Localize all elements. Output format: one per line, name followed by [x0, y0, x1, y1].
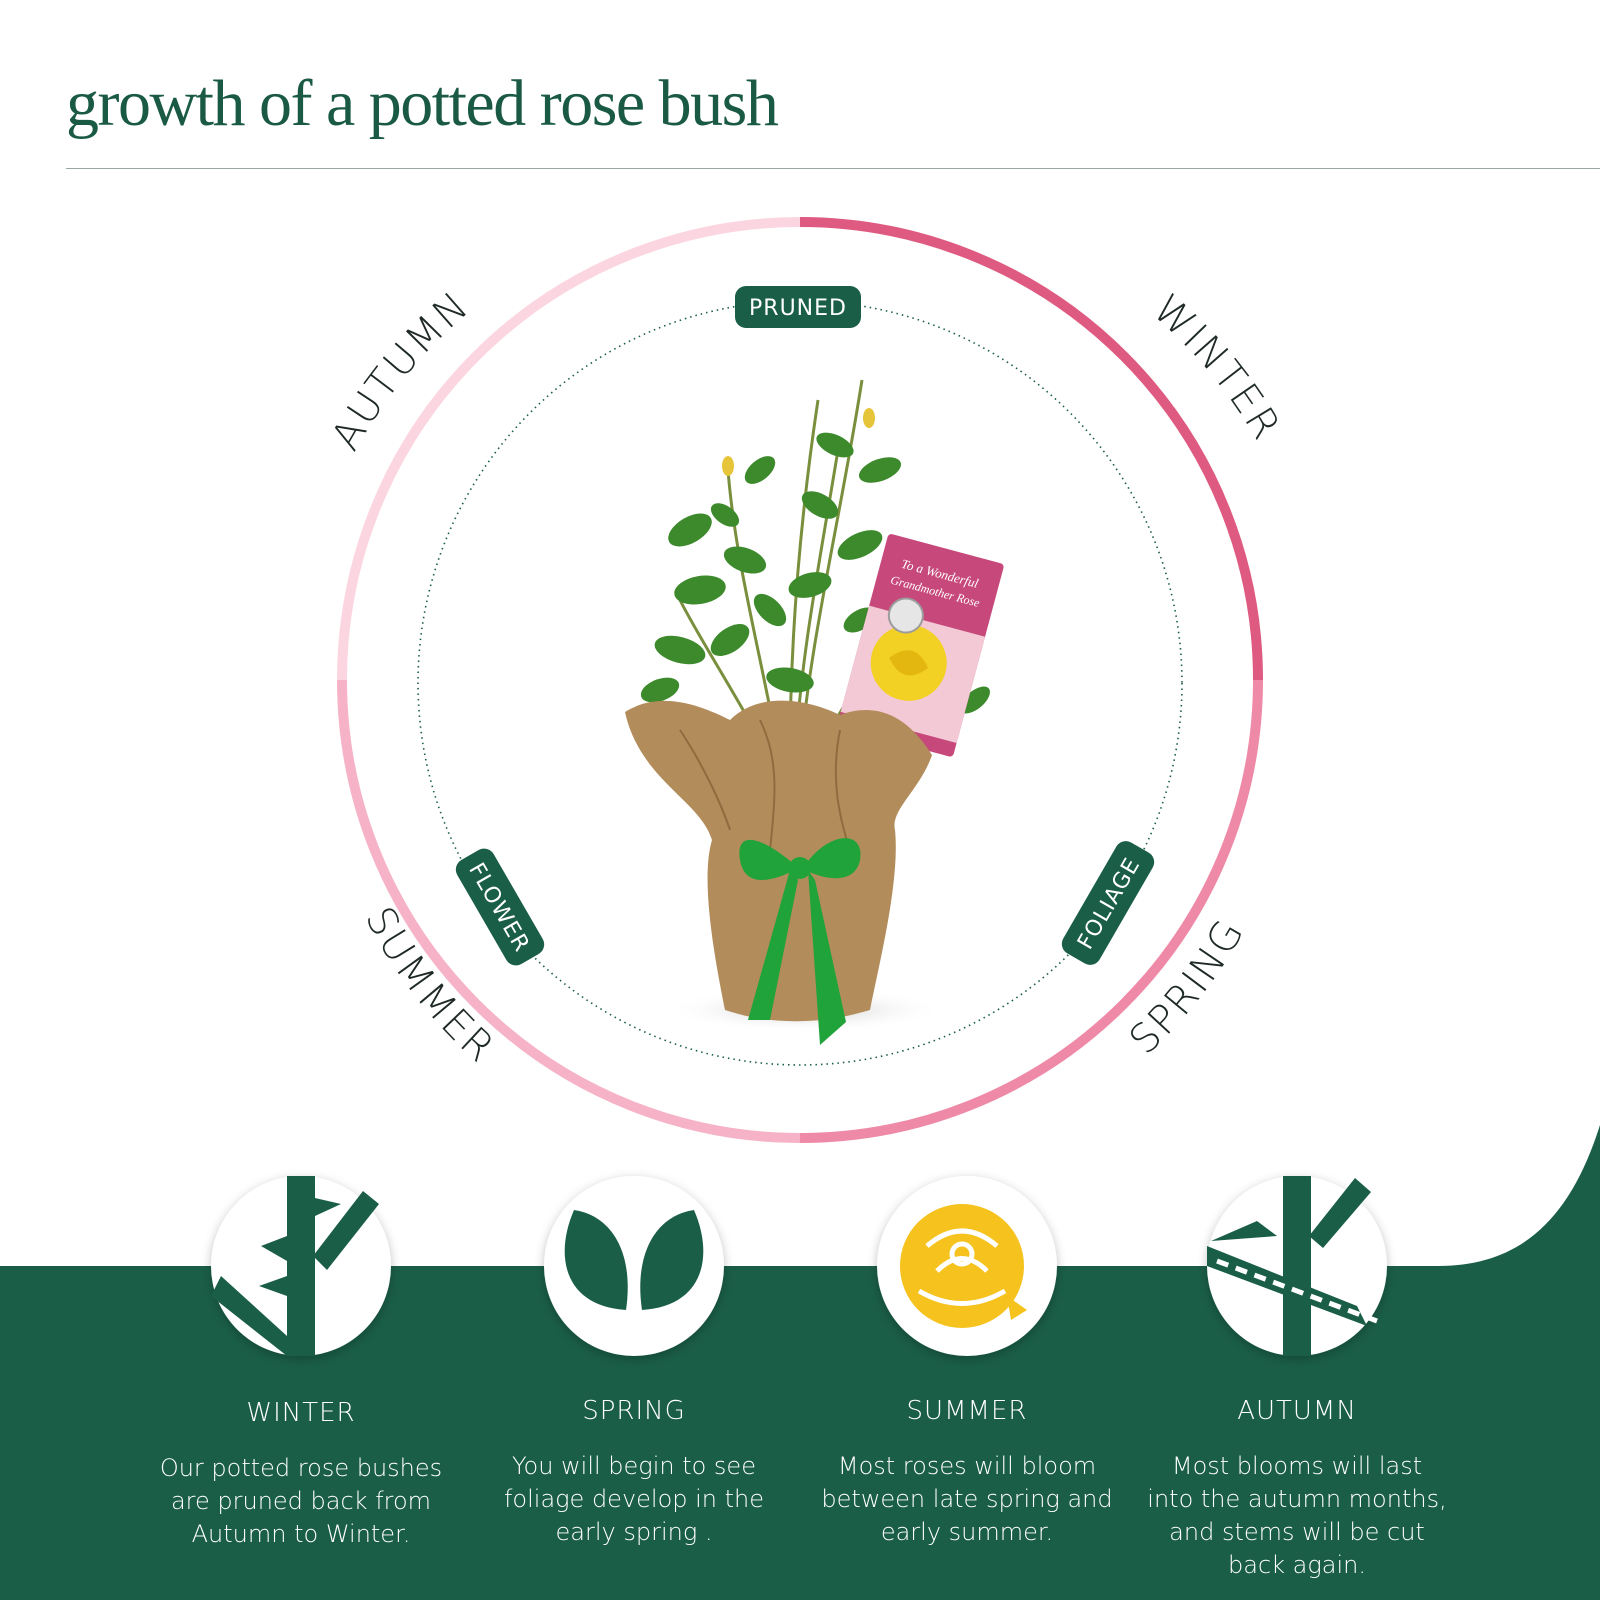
card-title: AUTUMN	[1237, 1396, 1357, 1426]
green-ribbon-bow	[739, 838, 861, 1045]
card-winter: WINTER Our potted rose bushes are pruned…	[151, 1398, 451, 1551]
title-divider	[66, 168, 1600, 169]
card-autumn: AUTUMN Most blooms will last into the au…	[1147, 1396, 1447, 1582]
winter-ring-segment	[799, 217, 1263, 681]
pruning-icon	[1207, 1176, 1371, 1356]
card-spring: SPRING You will begin to see foliage dev…	[484, 1396, 784, 1549]
icon-circle-winter	[211, 1176, 391, 1356]
stage-pill-pruned: PRUNED	[735, 286, 861, 328]
icon-circle-spring	[544, 1176, 724, 1356]
summer-ring-segment	[337, 679, 801, 1143]
green-band	[0, 1125, 1600, 1600]
card-summer: SUMMER Most roses will bloom between lat…	[817, 1396, 1117, 1549]
card-title: WINTER	[246, 1398, 356, 1428]
gift-card: To a Wonderful Grandmother Rose	[837, 534, 1004, 757]
rose-icon	[900, 1204, 1027, 1328]
card-title: SPRING	[582, 1396, 686, 1426]
stem-icon	[211, 1176, 379, 1356]
card-description: Most roses will bloom between late sprin…	[821, 1452, 1113, 1546]
page-title: growth of a potted rose bush	[66, 67, 779, 140]
leaf-icon	[564, 1210, 704, 1310]
icon-circle-summer	[877, 1176, 1057, 1356]
potted-rose-illustration: To a Wonderful Grandmother Rose	[625, 379, 1004, 1045]
card-title: SUMMER	[906, 1396, 1028, 1426]
cut-line	[1216, 1258, 1378, 1324]
gift-card-charm	[887, 597, 924, 634]
icon-circle-autumn	[1207, 1176, 1387, 1356]
card-description: Most blooms will last into the autumn mo…	[1147, 1452, 1447, 1579]
svg-text:PRUNED: PRUNED	[749, 296, 847, 321]
rose-buds	[722, 408, 875, 476]
spring-ring-segment	[799, 679, 1263, 1143]
autumn-ring-segment	[337, 217, 801, 681]
card-description: Our potted rose bushes are pruned back f…	[159, 1454, 443, 1548]
card-description: You will begin to see foliage develop in…	[503, 1452, 765, 1546]
